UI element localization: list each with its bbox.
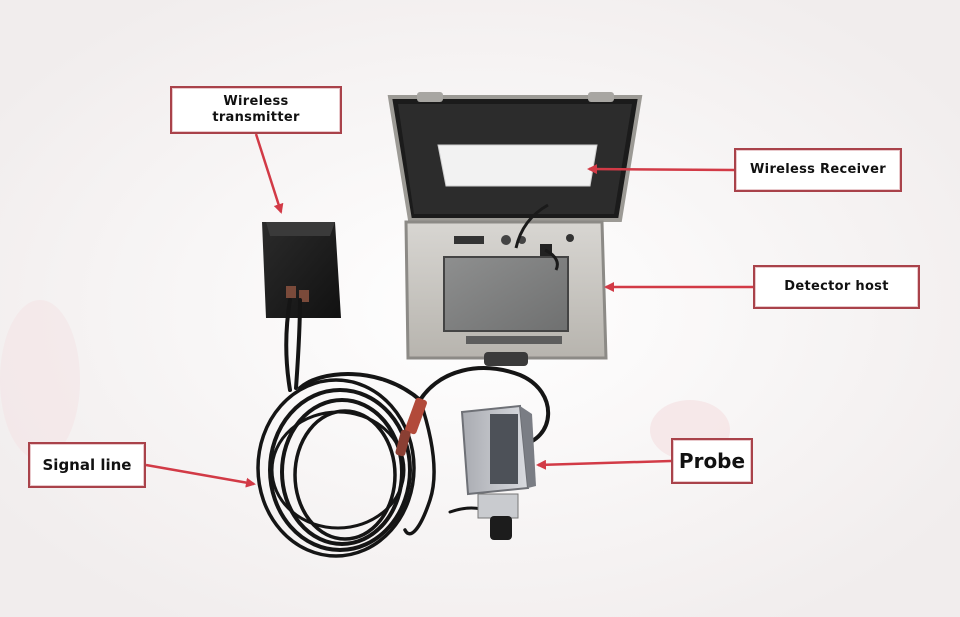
arrow-probe xyxy=(536,459,672,470)
label-wireless-receiver: Wireless Receiver xyxy=(734,148,902,192)
probe-device xyxy=(460,404,536,540)
signal-cable-coil xyxy=(256,298,551,558)
label-signal-line: Signal line xyxy=(28,442,146,488)
label-wireless-receiver-text: Wireless Receiver xyxy=(750,161,886,177)
label-detector-host-text: Detector host xyxy=(784,278,889,294)
callout-arrows xyxy=(145,133,753,488)
arrow-receiver xyxy=(587,164,735,175)
arrow-signal xyxy=(145,463,256,488)
label-probe: Probe xyxy=(671,438,753,484)
label-signal-line-text: Signal line xyxy=(42,455,132,474)
label-wireless-transmitter-text: Wireless transmitter xyxy=(212,93,300,125)
label-probe-text: Probe xyxy=(678,448,746,473)
wireless-transmitter-box xyxy=(262,222,341,318)
arrow-transmitter xyxy=(254,133,284,214)
label-detector-host: Detector host xyxy=(753,265,920,309)
label-wireless-transmitter: Wireless transmitter xyxy=(170,86,342,134)
detector-host-case xyxy=(387,92,643,366)
